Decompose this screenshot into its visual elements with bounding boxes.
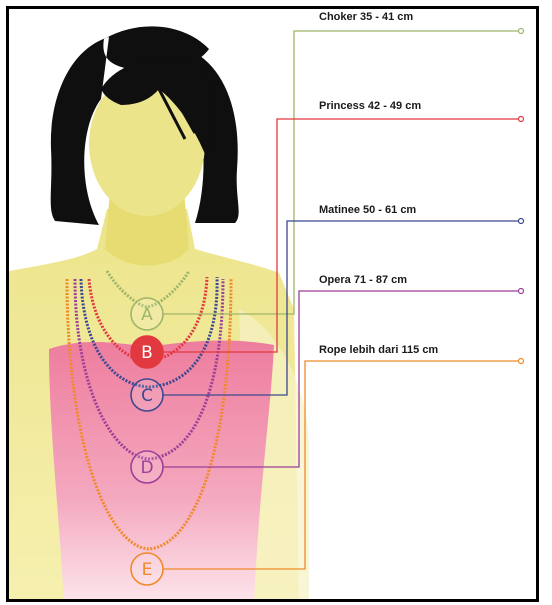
necklace-length-diagram: AB C D E [9,9,539,602]
connector-end-dot-d [519,289,524,294]
label-choker: Choker 35 - 41 cm [319,11,413,23]
label-rope: Rope lebih dari 115 cm [319,344,438,356]
marker-letter-c: C [141,386,153,406]
marker-letter-a: A [141,305,153,325]
connector-end-dot-b [519,117,524,122]
label-matinee: Matinee 50 - 61 cm [319,204,416,216]
label-princess: Princess 42 - 49 cm [319,100,421,112]
connector-end-dot-a [519,29,524,34]
connector-end-dot-e [519,359,524,364]
connector-end-dot-c [519,219,524,224]
label-opera: Opera 71 - 87 cm [319,274,407,286]
marker-letter-d: D [140,458,153,478]
marker-letter-b: B [141,343,153,363]
marker-letter-e: E [142,560,153,580]
